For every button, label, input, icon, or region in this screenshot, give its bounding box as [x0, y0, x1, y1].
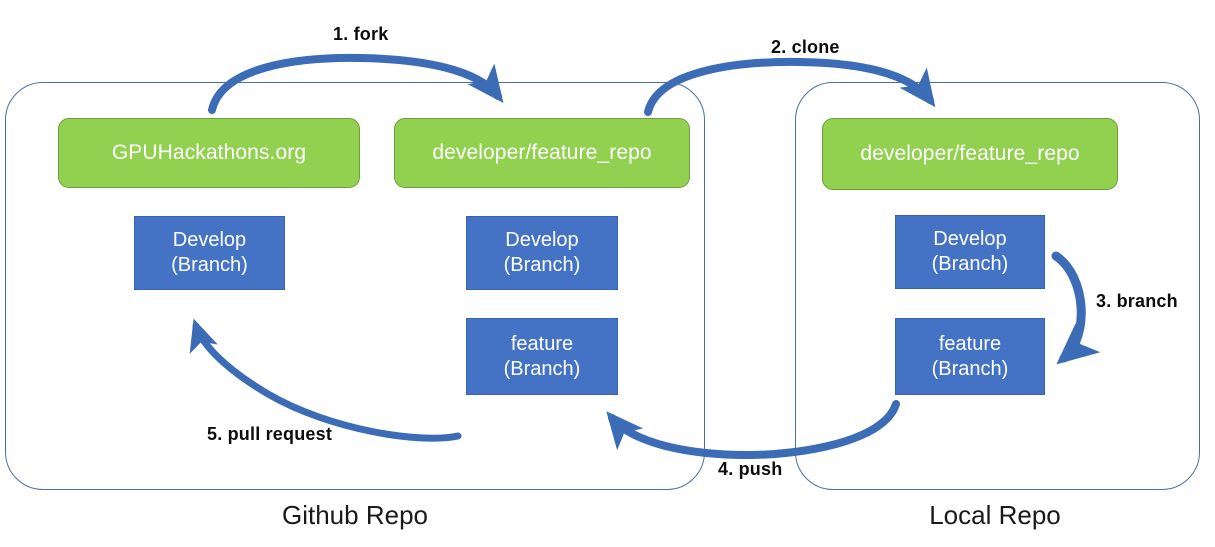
repo-box-upstream[interactable]: GPUHackathons.org [58, 118, 360, 188]
branch-kind: (Branch) [171, 254, 248, 276]
branch-kind: (Branch) [931, 253, 1009, 275]
branch-box-fork-develop[interactable]: Develop (Branch) [466, 216, 618, 290]
caption-local-repo: Local Repo [929, 500, 1061, 530]
step-label-branch: 3. branch [1096, 291, 1178, 311]
branch-name: feature [510, 332, 574, 355]
branch-kind: (Branch) [931, 357, 1009, 380]
branch-kind: (Branch) [503, 357, 581, 380]
branch-box-local-develop[interactable]: Develop (Branch) [895, 215, 1045, 289]
repo-box-github-fork[interactable]: developer/feature_repo [394, 118, 690, 188]
step-label-push: 4. push [718, 459, 783, 479]
branch-box-upstream-develop[interactable]: Develop (Branch) [134, 216, 285, 290]
branch-name: feature [938, 332, 1002, 355]
branch-box-fork-feature[interactable]: feature (Branch) [466, 318, 618, 395]
container-local-repo [795, 82, 1200, 490]
branch-kind: (Branch) [503, 254, 581, 276]
branch-name: Develop [933, 228, 1007, 250]
branch-box-local-feature[interactable]: feature (Branch) [895, 318, 1045, 395]
step-label-fork: 1. fork [333, 24, 389, 44]
caption-github-repo: Github Repo [282, 500, 428, 530]
branch-name: Develop [172, 229, 247, 251]
step-label-pull-request: 5. pull request [207, 424, 333, 444]
branch-name: Develop [505, 229, 579, 251]
step-label-clone: 2. clone [771, 37, 840, 57]
repo-box-local[interactable]: developer/feature_repo [822, 118, 1118, 190]
